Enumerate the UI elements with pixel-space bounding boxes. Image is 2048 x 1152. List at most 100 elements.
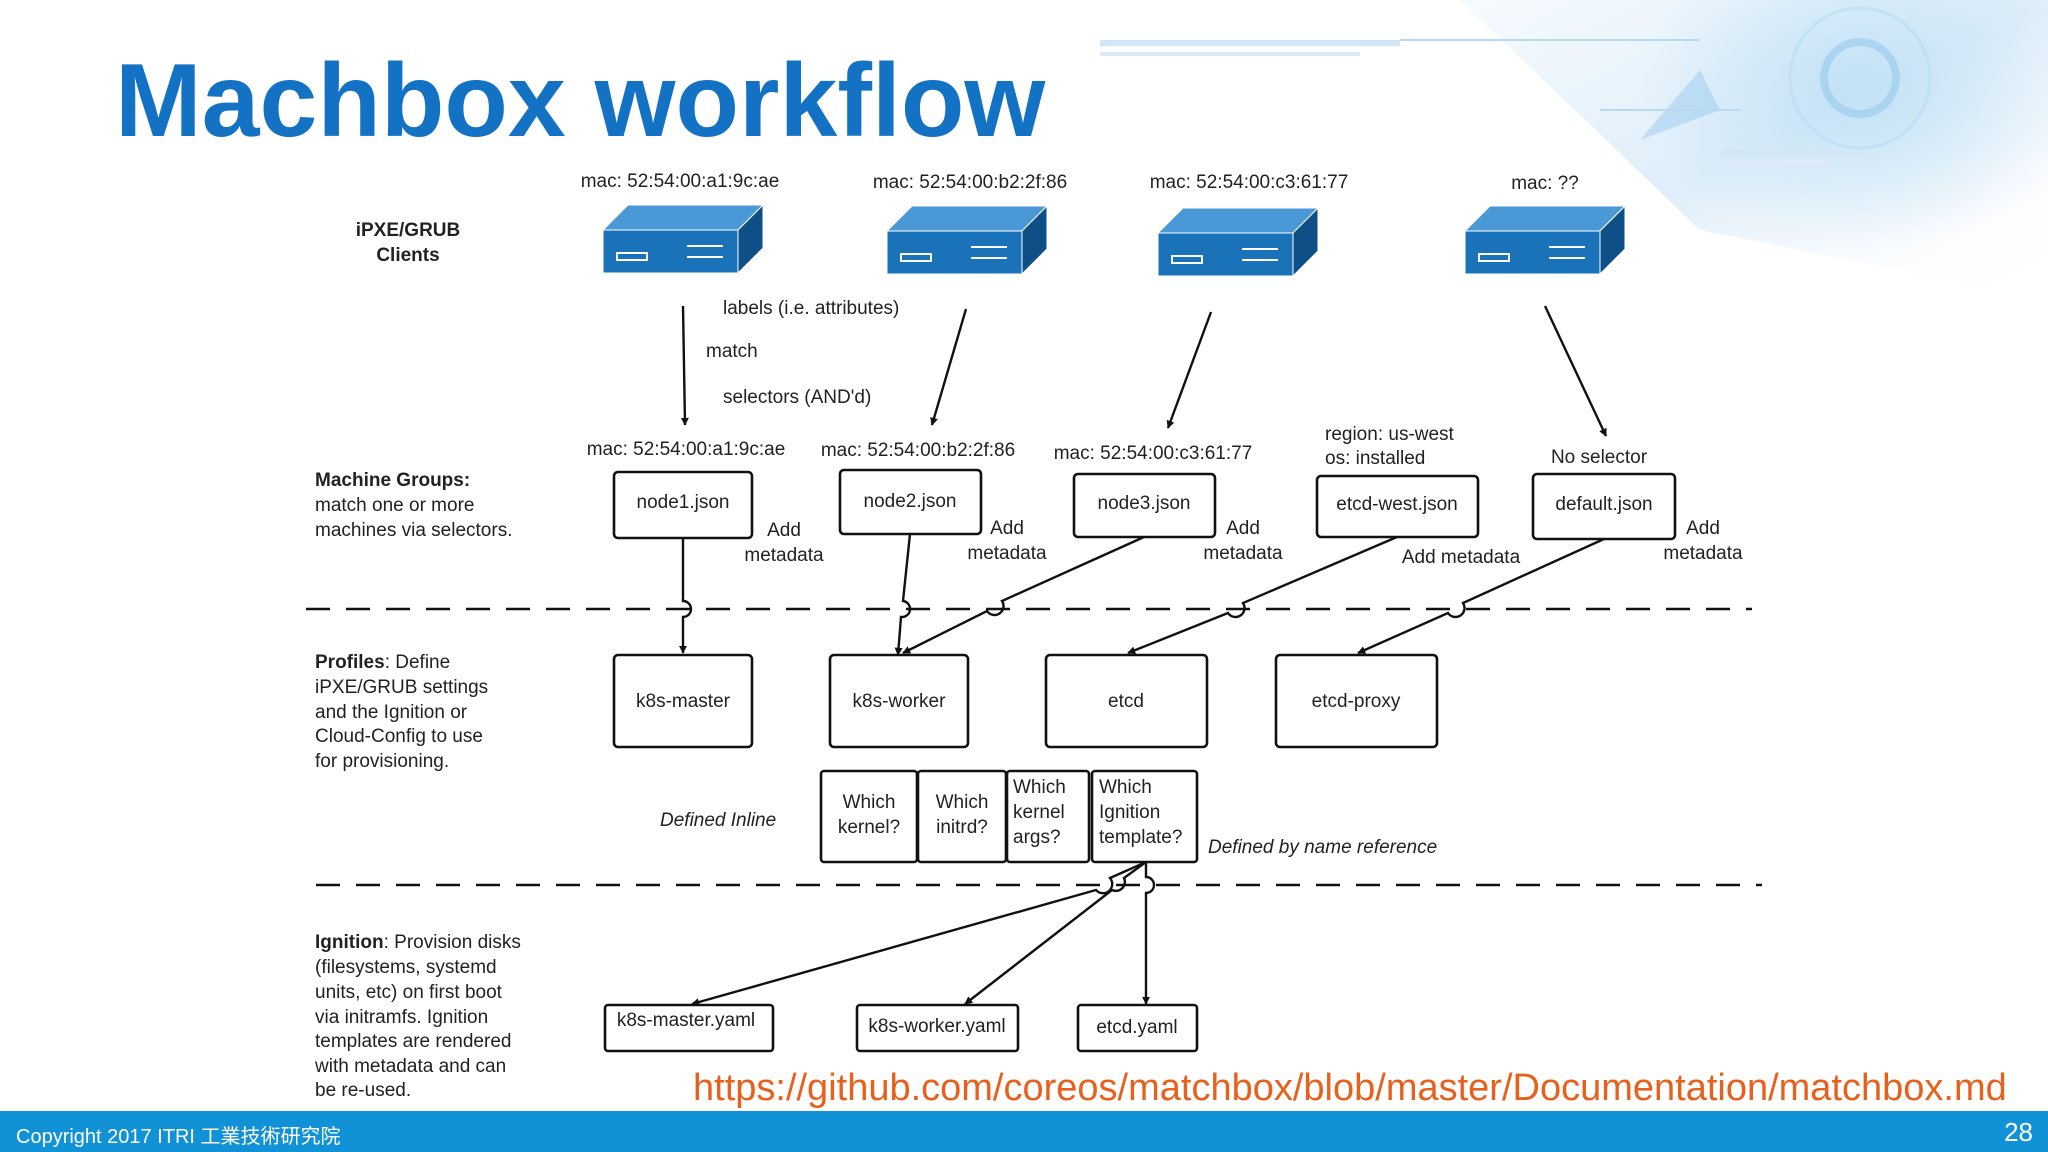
svg-text:Cloud-Config to use: Cloud-Config to use <box>315 726 483 747</box>
row-label-machine-groups: Machine Groups: match one or more machin… <box>315 470 512 541</box>
svg-text:template?: template? <box>1099 827 1182 848</box>
row-label-clients: iPXE/GRUB Clients <box>356 220 461 266</box>
svg-text:Add metadata: Add metadata <box>1402 547 1521 568</box>
svg-text:etcd: etcd <box>1108 691 1144 712</box>
svg-text:units, etc) on first boot: units, etc) on first boot <box>315 982 503 1003</box>
group-default: default.json <box>1531 472 1677 541</box>
svg-text:args?: args? <box>1013 827 1061 848</box>
group-selector-label: No selector <box>1551 447 1648 468</box>
profile-k8s-master: k8s-master <box>612 653 754 749</box>
profile-k8s-worker: k8s-worker <box>828 653 970 749</box>
option-ignition-template: Which Ignition template? <box>1090 769 1199 864</box>
svg-text:metadata: metadata <box>1663 543 1743 564</box>
svg-text:etcd-proxy: etcd-proxy <box>1312 691 1401 712</box>
match-arrow <box>1166 311 1213 429</box>
defined-inline-label: Defined Inline <box>660 810 776 831</box>
svg-text:Which: Which <box>1099 777 1152 798</box>
svg-text:k8s-worker.yaml: k8s-worker.yaml <box>868 1016 1005 1037</box>
profile-etcd-proxy: etcd-proxy <box>1274 653 1439 749</box>
svg-text:kernel?: kernel? <box>838 817 900 838</box>
svg-text:metadata: metadata <box>967 543 1047 564</box>
svg-text:Profiles: Define: Profiles: Define <box>315 652 450 673</box>
match-annotation: match <box>706 341 758 362</box>
profile-arrow <box>902 535 1145 655</box>
svg-text:Which: Which <box>936 792 989 813</box>
client-mac-label: mac: 52:54:00:c3:61:77 <box>1150 172 1349 193</box>
template-arrow <box>691 860 1147 1006</box>
svg-text:k8s-master: k8s-master <box>636 691 731 712</box>
group-node3: node3.json <box>1072 472 1217 539</box>
template-arrow <box>964 861 1147 1005</box>
svg-text:Which: Which <box>1013 777 1066 798</box>
profile-etcd: etcd <box>1044 653 1209 749</box>
svg-text:k8s-master.yaml: k8s-master.yaml <box>617 1010 755 1031</box>
template-arrow <box>1142 862 1156 1005</box>
svg-text:iPXE/GRUB: iPXE/GRUB <box>356 220 461 241</box>
svg-text:node2.json: node2.json <box>864 491 957 512</box>
svg-text:k8s-worker: k8s-worker <box>853 691 947 712</box>
svg-text:be re-used.: be re-used. <box>315 1080 411 1101</box>
option-initrd: Which initrd? <box>916 769 1008 864</box>
template-etcd: etcd.yaml <box>1076 1003 1199 1053</box>
svg-text:kernel: kernel <box>1013 802 1065 823</box>
add-metadata-label: Add metadata <box>1663 518 1743 564</box>
svg-text:initrd?: initrd? <box>936 817 988 838</box>
template-k8s-master: k8s-master.yaml <box>603 1003 775 1053</box>
match-arrow <box>680 305 689 426</box>
svg-text:Add: Add <box>767 520 801 541</box>
svg-text:Ignition: Provision disks: Ignition: Provision disks <box>315 932 521 953</box>
svg-text:iPXE/GRUB settings: iPXE/GRUB settings <box>315 677 488 698</box>
svg-text:machines via selectors.: machines via selectors. <box>315 520 512 541</box>
server-icon <box>887 206 1047 274</box>
option-kernel-args: Which kernel args? <box>1005 769 1091 864</box>
page-number: 28 <box>2004 1117 2033 1147</box>
footer-bar: Copyright 2017 ITRI 工業技術研究院 28 <box>0 1111 2048 1152</box>
svg-text:Clients: Clients <box>376 245 439 266</box>
group-selector-label: mac: 52:54:00:c3:61:77 <box>1054 443 1253 464</box>
svg-text:and the Ignition or: and the Ignition or <box>315 702 468 723</box>
svg-text:metadata: metadata <box>744 545 824 566</box>
labels-annotation: labels (i.e. attributes) <box>723 298 899 319</box>
match-arrow <box>1543 305 1608 437</box>
svg-text:with metadata and can: with metadata and can <box>314 1056 506 1077</box>
slide-title: Machbox workflow <box>115 43 1046 159</box>
add-metadata-label: Add metadata <box>967 518 1047 564</box>
svg-text:Machine Groups:: Machine Groups: <box>315 470 470 491</box>
svg-text:templates are rendered: templates are rendered <box>315 1031 511 1052</box>
template-k8s-worker: k8s-worker.yaml <box>855 1003 1020 1053</box>
svg-text:Ignition: Ignition <box>1099 802 1160 823</box>
svg-text:default.json: default.json <box>1555 494 1652 515</box>
add-metadata-label: Add metadata <box>1402 547 1521 568</box>
svg-text:Add: Add <box>990 518 1024 539</box>
group-selector-label: region: us-west <box>1325 424 1455 445</box>
profile-arrow <box>1357 537 1605 655</box>
profile-arrow <box>894 533 912 656</box>
documentation-link[interactable]: https://github.com/coreos/matchbox/blob/… <box>693 1067 2007 1109</box>
svg-text:etcd.yaml: etcd.yaml <box>1096 1017 1177 1038</box>
client-mac-label: mac: 52:54:00:b2:2f:86 <box>873 172 1067 193</box>
group-etcd-west: etcd-west.json <box>1315 474 1480 539</box>
svg-text:match one or more: match one or more <box>315 495 474 516</box>
profile-arrow <box>1127 535 1398 655</box>
client-mac-label: mac: 52:54:00:a1:9c:ae <box>581 171 780 192</box>
row-label-ignition: Ignition: Provision disks (filesystems, … <box>314 932 521 1101</box>
option-kernel: Which kernel? <box>819 769 919 864</box>
svg-text:node1.json: node1.json <box>637 492 730 513</box>
svg-text:etcd-west.json: etcd-west.json <box>1336 494 1457 515</box>
group-selector-label: mac: 52:54:00:b2:2f:86 <box>821 440 1015 461</box>
svg-text:Which: Which <box>843 792 896 813</box>
svg-text:for provisioning.: for provisioning. <box>315 751 449 772</box>
svg-text:(filesystems, systemd: (filesystems, systemd <box>315 957 497 978</box>
svg-text:Add: Add <box>1686 518 1720 539</box>
svg-text:via initramfs. Ignition: via initramfs. Ignition <box>315 1007 488 1028</box>
server-icon <box>1158 208 1318 276</box>
group-selector-label: mac: 52:54:00:a1:9c:ae <box>587 439 786 460</box>
add-metadata-label: Add metadata <box>1203 518 1283 564</box>
add-metadata-label: Add metadata <box>744 520 824 566</box>
profile-arrow <box>679 539 693 654</box>
server-icon <box>1465 206 1625 274</box>
svg-text:node3.json: node3.json <box>1098 493 1191 514</box>
copyright-text: Copyright 2017 ITRI 工業技術研究院 <box>16 1126 341 1148</box>
